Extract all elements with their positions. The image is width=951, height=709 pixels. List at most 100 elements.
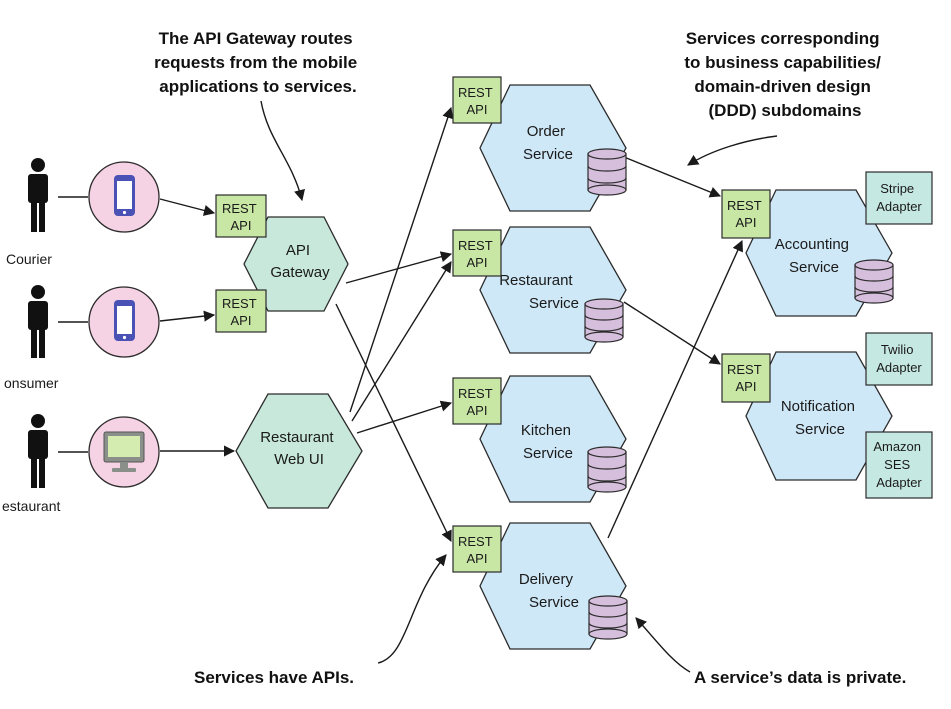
service-rest-api: REST API: [452, 76, 502, 124]
api-label: API: [231, 313, 252, 328]
kitchen-service: Kitchen Service REST API: [452, 375, 627, 503]
adapter-label-line-1: Twilio: [881, 342, 914, 357]
actor-label-restaurant: estaurant: [2, 498, 60, 514]
phone-icon: [114, 175, 135, 216]
rest-api-label: REST API: [458, 238, 496, 270]
order-service: Order Service REST API: [452, 76, 627, 212]
service-label: Order Service: [523, 123, 573, 163]
pointer-capabilities-note: [687, 135, 778, 166]
pointer-gateway-note: [260, 100, 305, 202]
rest-api-label: REST API: [458, 85, 496, 117]
adapter-label-line-2: Adapter: [876, 360, 922, 375]
adapter-label: Stripe Adapter: [876, 181, 922, 214]
rest-api-label: REST API: [727, 362, 765, 394]
capabilities-note-line-4: (DDD) subdomains: [709, 101, 862, 120]
service-label: Accounting Service: [775, 236, 853, 276]
adapter-label-line-2: Adapter: [876, 199, 922, 214]
gateway-note-line-3: applications to services.: [159, 77, 356, 96]
service-label-line-2: Service: [523, 445, 573, 462]
service-rest-api: REST API: [452, 377, 502, 425]
device-restaurant: [88, 416, 160, 488]
restaurant-service: Restaurant Service REST API: [452, 226, 627, 354]
adapter-label: Amazon SES Adapter: [873, 439, 924, 490]
rest-api-label: REST API: [222, 201, 260, 233]
service-label-line-2: Service: [795, 421, 845, 438]
capabilities-note-line-3: domain-driven design: [694, 77, 871, 96]
service-label: Notification Service: [781, 398, 859, 438]
annotations: The API Gateway routes requests from the…: [154, 29, 906, 687]
device-consumer: [88, 286, 160, 358]
api-label: API: [467, 403, 488, 418]
service-rest-api: REST API: [721, 189, 771, 239]
api-gateway: API Gateway: [243, 216, 349, 312]
person-icon: [28, 285, 48, 358]
rest-label: REST: [727, 362, 762, 377]
capabilities-note-line-1: Services corresponding: [686, 29, 880, 48]
service-label-line-1: Order: [527, 123, 565, 140]
database-icon: [587, 148, 627, 196]
private-note: A service’s data is private.: [694, 668, 906, 687]
service-label-line-2: Service: [523, 146, 573, 163]
gateway-rest-api-top: REST API: [215, 194, 267, 238]
accounting-service: Accounting Service REST API Stripe Adapt…: [721, 171, 933, 317]
database-icon: [588, 595, 628, 640]
service-label-line-1: Delivery: [519, 571, 574, 588]
capabilities-note: Services corresponding to business capab…: [684, 29, 885, 120]
adapter-label: Twilio Adapter: [876, 342, 922, 375]
connector-webui-to-kitchen-service: [356, 400, 453, 434]
service-label: Delivery Service: [519, 571, 579, 611]
database-icon: [584, 298, 624, 343]
service-rest-api: REST API: [452, 525, 502, 573]
service-label-line-2: Service: [529, 295, 579, 312]
rest-api-label: REST API: [458, 534, 496, 566]
adapter-label-line-2: SES: [884, 457, 910, 472]
service-label-line-2: Service: [789, 259, 839, 276]
gateway-rest-api-bottom: REST API: [215, 289, 267, 333]
service-label-line-1: Accounting: [775, 236, 849, 253]
connector-order-to-accounting: [623, 156, 722, 198]
gateway-note-line-2: requests from the mobile: [154, 53, 357, 72]
notification-service: Notification Service REST API Twilio Ada…: [721, 332, 933, 499]
connector-restaurant-to-notification: [623, 301, 721, 365]
connector-gateway-to-restaurant-service: [345, 251, 453, 284]
rest-api-label: REST API: [222, 296, 260, 328]
connector-webui-to-order-service: [349, 106, 454, 413]
actor-restaurant: estaurant: [2, 414, 60, 514]
service-label-line-1: Notification: [781, 398, 855, 415]
api-label: API: [736, 215, 757, 230]
pointer-private-note: [635, 617, 691, 673]
service-rest-api: REST API: [452, 229, 502, 277]
rest-label: REST: [222, 296, 257, 311]
api-label: API: [467, 255, 488, 270]
device-courier: [88, 161, 160, 233]
webui-label-line-1: Restaurant: [260, 429, 334, 446]
rest-label: REST: [727, 198, 762, 213]
connectors: [58, 100, 778, 673]
actor-courier: Courier: [6, 158, 52, 267]
twilio-adapter: Twilio Adapter: [865, 332, 933, 386]
webui-hexagon: [235, 393, 363, 509]
monitor-icon: [103, 431, 145, 472]
adapter-label-line-1: Stripe: [880, 181, 914, 196]
actor-consumer: onsumer: [4, 285, 59, 391]
apis-note: Services have APIs.: [194, 668, 354, 687]
amazon-ses-adapter: Amazon SES Adapter: [865, 431, 933, 499]
gateway-note: The API Gateway routes requests from the…: [154, 29, 362, 96]
service-label-line-1: Restaurant: [499, 272, 573, 289]
service-label: Restaurant Service: [499, 272, 579, 312]
gateway-label-line-2: Gateway: [270, 264, 330, 281]
api-label: API: [467, 551, 488, 566]
rest-label: REST: [458, 386, 493, 401]
service-rest-api: REST API: [721, 353, 771, 403]
rest-label: REST: [222, 201, 257, 216]
rest-label: REST: [458, 534, 493, 549]
pointer-apis-note: [377, 554, 447, 664]
actor-label-consumer: onsumer: [4, 375, 59, 391]
person-icon: [28, 158, 48, 232]
service-hexagon: [745, 351, 893, 481]
gateway-note-line-1: The API Gateway routes: [159, 29, 353, 48]
database-icon: [587, 446, 627, 493]
person-icon: [28, 414, 48, 488]
connector-webui-to-restaurant-service: [351, 261, 452, 422]
